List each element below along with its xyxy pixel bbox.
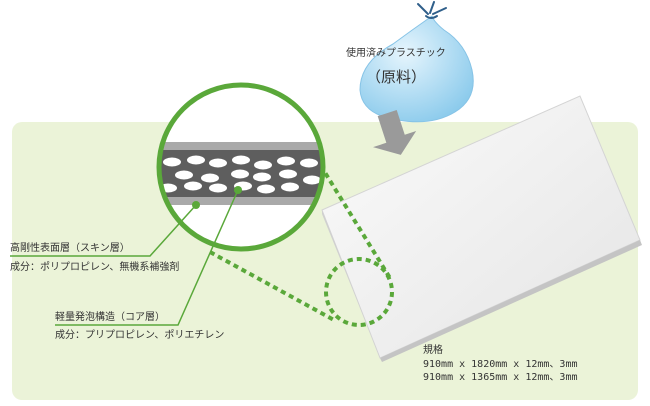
spec-line: 910mm x 1820mm x 12mm、3mm xyxy=(423,359,578,370)
leader-dot-skin xyxy=(192,201,200,209)
skin-layer-title: 高剛性表面層（スキン層） xyxy=(10,243,130,254)
spec-line: 910mm x 1365mm x 12mm、3mm xyxy=(423,372,578,383)
connector-line-top xyxy=(314,156,392,280)
core-layer-composition: 成分：プリプロピレン、ポリエチレン xyxy=(55,330,225,341)
source-label: 使用済みプラスチック xyxy=(346,48,446,59)
process-arrow-icon xyxy=(373,109,417,155)
board-panel xyxy=(321,95,642,362)
core-layer-title: 軽量発泡構造（コア層） xyxy=(55,312,165,323)
skin-layer-bottom xyxy=(159,197,323,205)
spec-title: 規格 xyxy=(423,345,443,356)
magnifier-lens xyxy=(156,82,326,252)
skin-layer-top xyxy=(159,142,323,150)
leader-dot-core xyxy=(234,186,242,194)
leader-skin xyxy=(10,204,197,257)
plastic-bag-icon xyxy=(359,1,474,123)
detail-marker-circle xyxy=(324,257,394,327)
connector-line-bottom xyxy=(209,250,335,322)
raw-material-label: （原料） xyxy=(366,68,427,86)
leader-lines xyxy=(10,189,239,326)
foam-cells xyxy=(159,155,321,194)
skin-layer-composition: 成分：ポリプロピレン、無機系補強剤 xyxy=(10,262,180,273)
leader-core xyxy=(55,189,239,326)
